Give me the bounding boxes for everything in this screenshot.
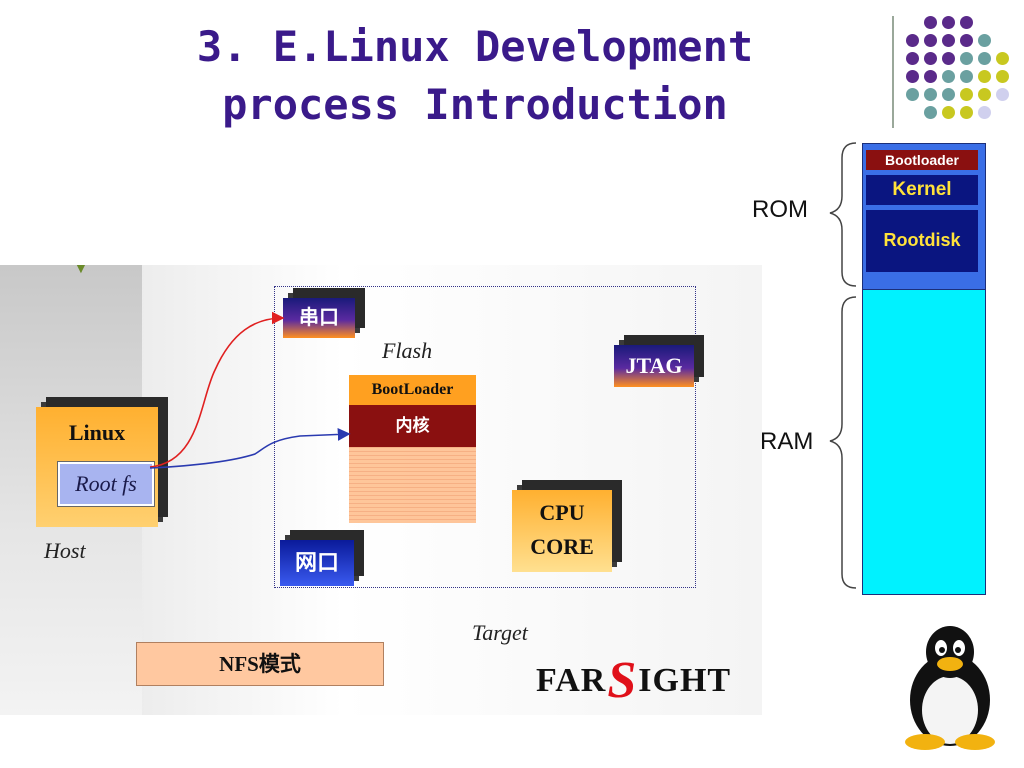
decorative-dot: [960, 16, 973, 29]
target-label: Target: [472, 620, 528, 645]
ram-region: [862, 289, 986, 595]
decorative-dot: [924, 34, 937, 47]
host-os-label: Linux: [68, 420, 126, 445]
decorative-dot: [960, 106, 973, 119]
decorative-dot: [978, 70, 991, 83]
decorative-dot: [942, 70, 955, 83]
decorative-dot: [996, 88, 1009, 101]
rom-label: ROM: [752, 196, 808, 223]
decorative-dot: [996, 52, 1009, 65]
rom-bootloader-block: Bootloader: [866, 150, 978, 170]
decorative-dot: [960, 52, 973, 65]
header-divider: [892, 16, 894, 128]
ram-label: RAM: [760, 428, 814, 455]
decorative-dot: [906, 34, 919, 47]
decorative-dot: [924, 88, 937, 101]
rom-kernel-block: Kernel: [866, 175, 978, 205]
flash-bootloader-block: BootLoader: [349, 375, 476, 405]
host-label: Host: [44, 538, 86, 563]
rom-rootdisk-block: Rootdisk: [866, 210, 978, 272]
decorative-dot: [978, 52, 991, 65]
decorative-dot: [924, 16, 937, 29]
decorative-dot: [906, 70, 919, 83]
decorative-dot: [906, 52, 919, 65]
bullet-arrow-icon: ▼: [74, 260, 88, 276]
network-port-box: 网口: [280, 540, 354, 586]
farsight-logo: FARSIGHT: [536, 655, 732, 707]
decorative-dot: [924, 52, 937, 65]
jtag-box: JTAG: [614, 345, 694, 387]
decorative-dot: [924, 70, 937, 83]
decorative-dot: [942, 16, 955, 29]
decorative-dot: [906, 88, 919, 101]
decorative-dot: [978, 88, 991, 101]
logo-part-right: IGHT: [638, 662, 732, 699]
cpu-core-box: CPU CORE: [512, 490, 612, 572]
nfs-mode-label: NFS模式: [136, 642, 384, 686]
flash-kernel-block: 内核: [349, 405, 476, 447]
title-line-1: 3. E.Linux Development: [196, 22, 754, 71]
serial-port-box: 串口: [283, 298, 355, 338]
tux-penguin-icon: [905, 626, 995, 750]
flash-rootfs-area: [349, 447, 476, 523]
decorative-dot: [942, 88, 955, 101]
flash-label: Flash: [382, 338, 433, 363]
decorative-dot: [978, 34, 991, 47]
cpu-label-line-1: CPU: [539, 500, 585, 525]
title-line-2: process Introduction: [222, 80, 728, 129]
decorative-dot: [960, 70, 973, 83]
decorative-dot: [996, 70, 1009, 83]
decorative-dot: [960, 34, 973, 47]
logo-part-left: FAR: [536, 662, 607, 699]
cpu-label-line-2: CORE: [530, 534, 594, 559]
logo-part-s: S: [607, 652, 638, 709]
decorative-dot: [942, 52, 955, 65]
decorative-dot: [942, 34, 955, 47]
slide-title: 3. E.Linux Development process Introduct…: [120, 18, 830, 134]
host-rootfs-block: Root fs: [57, 461, 155, 507]
decorative-dot: [924, 106, 937, 119]
decorative-dot: [960, 88, 973, 101]
decorative-dot: [942, 106, 955, 119]
decorative-dot: [978, 106, 991, 119]
